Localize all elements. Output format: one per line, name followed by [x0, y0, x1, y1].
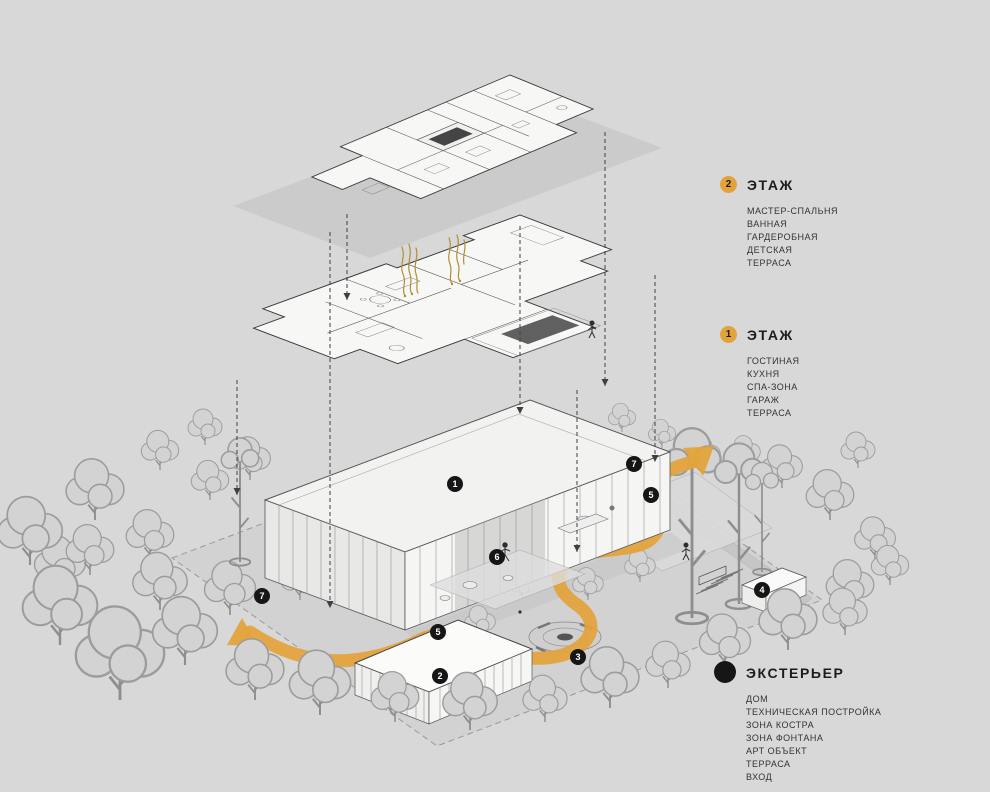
ground-floor-volume — [263, 399, 672, 631]
floor-2-badge: 2 — [720, 176, 737, 193]
exterior-list: ДОМ ТЕХНИЧЕСКАЯ ПОСТРОЙКА ЗОНА КОСТРА ЗО… — [746, 693, 881, 784]
connector-lines — [233, 132, 659, 608]
route-arrowhead-ne — [683, 446, 714, 476]
legend-item: ДЕТСКАЯ — [747, 245, 793, 256]
legend-item: ТЕРРАСА — [747, 408, 792, 419]
marker-3-fire-zone: 3 — [570, 649, 586, 665]
floor-1-title: ЭТАЖ — [747, 327, 794, 343]
legend-item: ВХОД — [746, 772, 773, 783]
legend-item: ГОСТИНАЯ — [747, 356, 800, 366]
marker-1-house: 1 — [447, 476, 463, 492]
legend-item: ТЕРРАСА — [747, 258, 792, 269]
exterior-badge-dot — [714, 661, 736, 683]
legend-item: ЗОНА ФОНТАНА — [746, 733, 824, 744]
chandelier-decor — [401, 234, 466, 298]
floor-1-badge: 1 — [720, 326, 737, 343]
marker-7-entrance-a: 7 — [626, 456, 642, 472]
stairs — [695, 565, 744, 595]
legend-exterior: ЭКСТЕРЬЕР ДОМ ТЕХНИЧЕСКАЯ ПОСТРОЙКА ЗОНА… — [714, 661, 881, 784]
legend-floor-1: 1 ЭТАЖ ГОСТИНАЯ КУХНЯ СПА-ЗОНА ГАРАЖ ТЕР… — [720, 326, 800, 420]
marker-4-fountain-zone: 4 — [754, 582, 770, 598]
legend-item: КУХНЯ — [747, 369, 780, 380]
legend-item: АРТ ОБЪЕКТ — [746, 746, 808, 757]
marker-6-terrace: 6 — [489, 549, 505, 565]
person-figure-floor1 — [587, 320, 597, 339]
legend-item: ГАРДЕРОБНАЯ — [747, 232, 818, 243]
person-figure-stairs — [681, 542, 691, 561]
floor-1-list: ГОСТИНАЯ КУХНЯ СПА-ЗОНА ГАРАЖ ТЕРРАСА — [747, 355, 800, 420]
legend-floor-2: 2 ЭТАЖ МАСТЕР-СПАЛЬНЯ ВАННАЯ ГАРДЕРОБНАЯ… — [720, 176, 838, 270]
legend-item: ГАРАЖ — [747, 395, 780, 406]
marker-5-art-object-a: 5 — [643, 487, 659, 503]
marker-2-tech-building: 2 — [432, 668, 448, 684]
legend-item: ДОМ — [746, 694, 769, 704]
floor-2-title: ЭТАЖ — [747, 177, 794, 193]
legend-item: СПА-ЗОНА — [747, 382, 798, 393]
marker-7-entrance-b: 7 — [254, 588, 270, 604]
exterior-title: ЭКСТЕРЬЕР — [746, 665, 845, 681]
first-floor-plan — [252, 214, 613, 365]
floor-2-list: МАСТЕР-СПАЛЬНЯ ВАННАЯ ГАРДЕРОБНАЯ ДЕТСКА… — [747, 205, 838, 270]
legend-item: ВАННАЯ — [747, 219, 788, 230]
marker-5-art-object-b: 5 — [430, 624, 446, 640]
second-floor-plan — [310, 74, 595, 200]
legend-item: ТЕХНИЧЕСКАЯ ПОСТРОЙКА — [746, 707, 882, 718]
legend-item: ЗОНА КОСТРА — [746, 720, 815, 731]
legend-item: ТЕРРАСА — [746, 759, 791, 770]
legend-item: МАСТЕР-СПАЛЬНЯ — [747, 206, 838, 216]
